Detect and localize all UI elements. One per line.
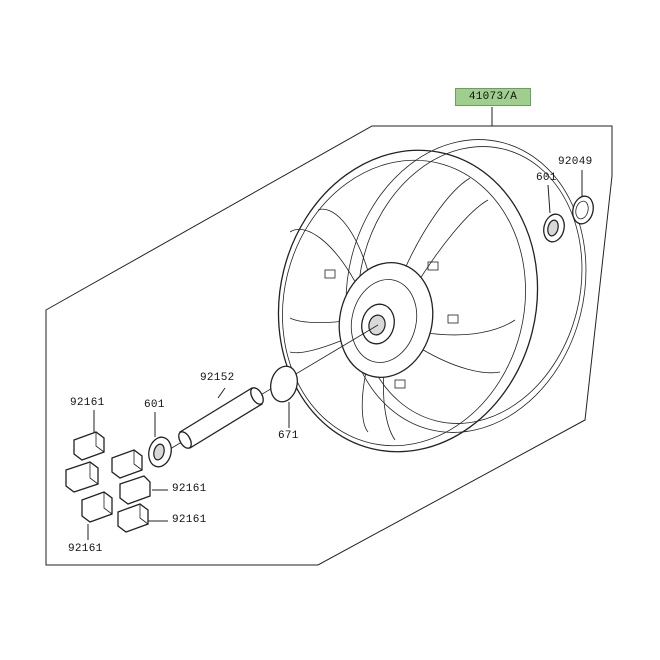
part-label-o-ring: 671 xyxy=(278,430,299,442)
collar-tube xyxy=(178,387,264,449)
damper-rubber-top xyxy=(73,431,105,461)
part-label-seal-right: 92049 xyxy=(558,156,593,168)
part-label-bearing-left: 601 xyxy=(144,399,165,411)
seal-right xyxy=(572,195,594,225)
assembly-part-number: 41073/A xyxy=(455,88,531,106)
part-label-damper-bottom-left: 92161 xyxy=(68,543,103,555)
damper-rubber-mid-left xyxy=(65,461,99,493)
part-label-damper-low-right: 92161 xyxy=(172,514,207,526)
part-label-bearing-right: 601 xyxy=(536,172,557,184)
part-label-damper-mid-right: 92161 xyxy=(172,483,207,495)
part-label-collar: 92152 xyxy=(200,372,235,384)
bearing-right xyxy=(543,213,565,243)
damper-rubber-low xyxy=(81,491,149,533)
o-ring xyxy=(270,365,298,403)
rear-wheel xyxy=(277,139,587,453)
part-label-damper-top: 92161 xyxy=(70,397,105,409)
damper-rubber-mid-right xyxy=(111,449,151,505)
assembly-frame xyxy=(45,125,613,566)
bearing-left xyxy=(148,436,172,468)
